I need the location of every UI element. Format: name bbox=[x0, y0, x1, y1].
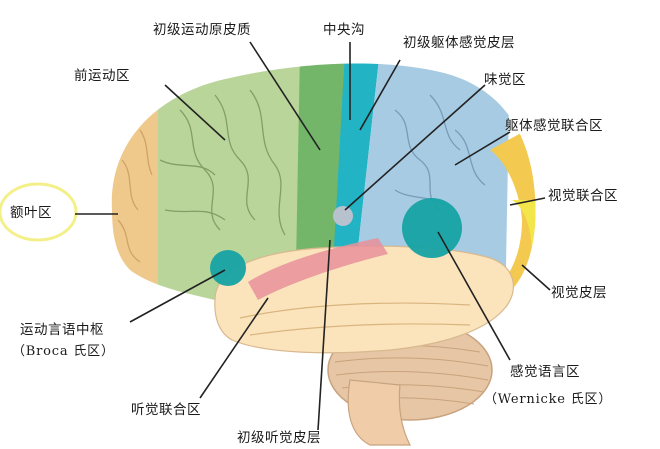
label-broca-sub: （Broca 氏区） bbox=[12, 344, 115, 359]
label-central-sulcus: 中央沟 bbox=[323, 22, 365, 38]
label-frontal-lobe: 额叶区 bbox=[10, 205, 52, 221]
label-primary-auditory: 初级听觉皮层 bbox=[237, 430, 321, 446]
label-primary-somatosensory: 初级躯体感觉皮层 bbox=[403, 35, 515, 51]
primary-auditory-region bbox=[248, 238, 388, 300]
broca-area bbox=[210, 250, 246, 286]
label-premotor: 前运动区 bbox=[74, 68, 130, 84]
label-auditory-association: 听觉联合区 bbox=[131, 402, 201, 418]
brainstem bbox=[347, 379, 411, 446]
frontal-label-highlight bbox=[0, 182, 78, 242]
gustatory-area bbox=[333, 206, 353, 226]
wernicke-area bbox=[402, 198, 462, 258]
label-primary-motor: 初级运动原皮质 bbox=[153, 22, 251, 38]
label-sensory-language: 感觉语言区 bbox=[510, 364, 580, 380]
label-visual-cortex: 视觉皮层 bbox=[551, 285, 607, 301]
label-sensory-language-sub: （Wernicke 氏区） bbox=[484, 392, 613, 407]
label-broca-name: 运动言语中枢 bbox=[20, 322, 104, 338]
label-somatosensory-association: 躯体感觉联合区 bbox=[505, 118, 603, 134]
leader-lines bbox=[75, 41, 551, 431]
label-gustatory: 味觉区 bbox=[484, 72, 526, 88]
label-visual-association: 视觉联合区 bbox=[548, 188, 618, 204]
